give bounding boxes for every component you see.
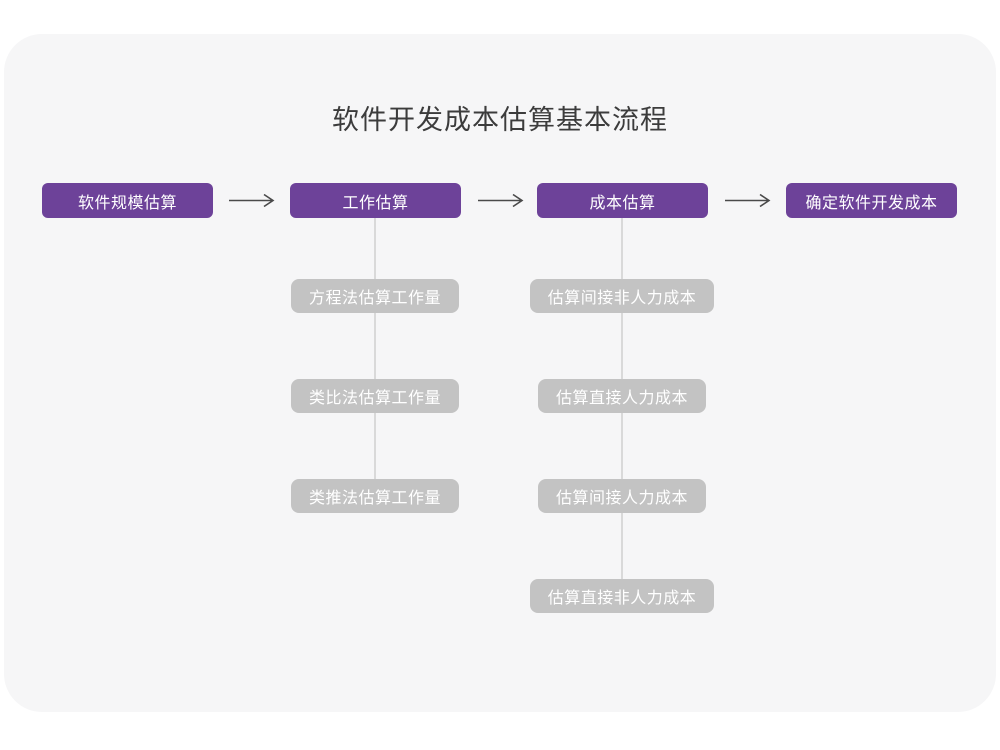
right-arrow-icon xyxy=(478,193,524,208)
sub-node-direct-human-cost: 估算直接人力成本 xyxy=(537,379,706,413)
right-arrow-icon xyxy=(229,193,275,208)
sub-node-analogy-method: 类比法估算工作量 xyxy=(290,379,459,413)
sub-node-indirect-nonhuman-cost: 估算间接非人力成本 xyxy=(529,279,715,313)
cost-estimation-substeps: 估算间接非人力成本 估算直接人力成本 估算间接人力成本 估算直接非人力成本 xyxy=(472,279,772,682)
flow-node-cost-estimation: 成本估算 xyxy=(537,183,708,218)
sub-node-indirect-human-cost: 估算间接人力成本 xyxy=(537,479,706,513)
flow-node-software-scale-estimation: 软件规模估算 xyxy=(42,183,213,218)
sub-node-equation-method: 方程法估算工作量 xyxy=(290,279,459,313)
work-estimation-substeps: 方程法估算工作量 类比法估算工作量 类推法估算工作量 xyxy=(225,279,525,579)
connector-line-work-estimation xyxy=(374,218,376,496)
flow-node-work-estimation: 工作估算 xyxy=(290,183,461,218)
sub-node-analogism-method: 类推法估算工作量 xyxy=(290,479,459,513)
diagram-title: 软件开发成本估算基本流程 xyxy=(332,105,668,135)
diagram-card xyxy=(4,34,996,712)
sub-node-direct-nonhuman-cost: 估算直接非人力成本 xyxy=(529,579,715,613)
right-arrow-icon xyxy=(725,193,771,208)
flow-node-determine-development-cost: 确定软件开发成本 xyxy=(786,183,957,218)
